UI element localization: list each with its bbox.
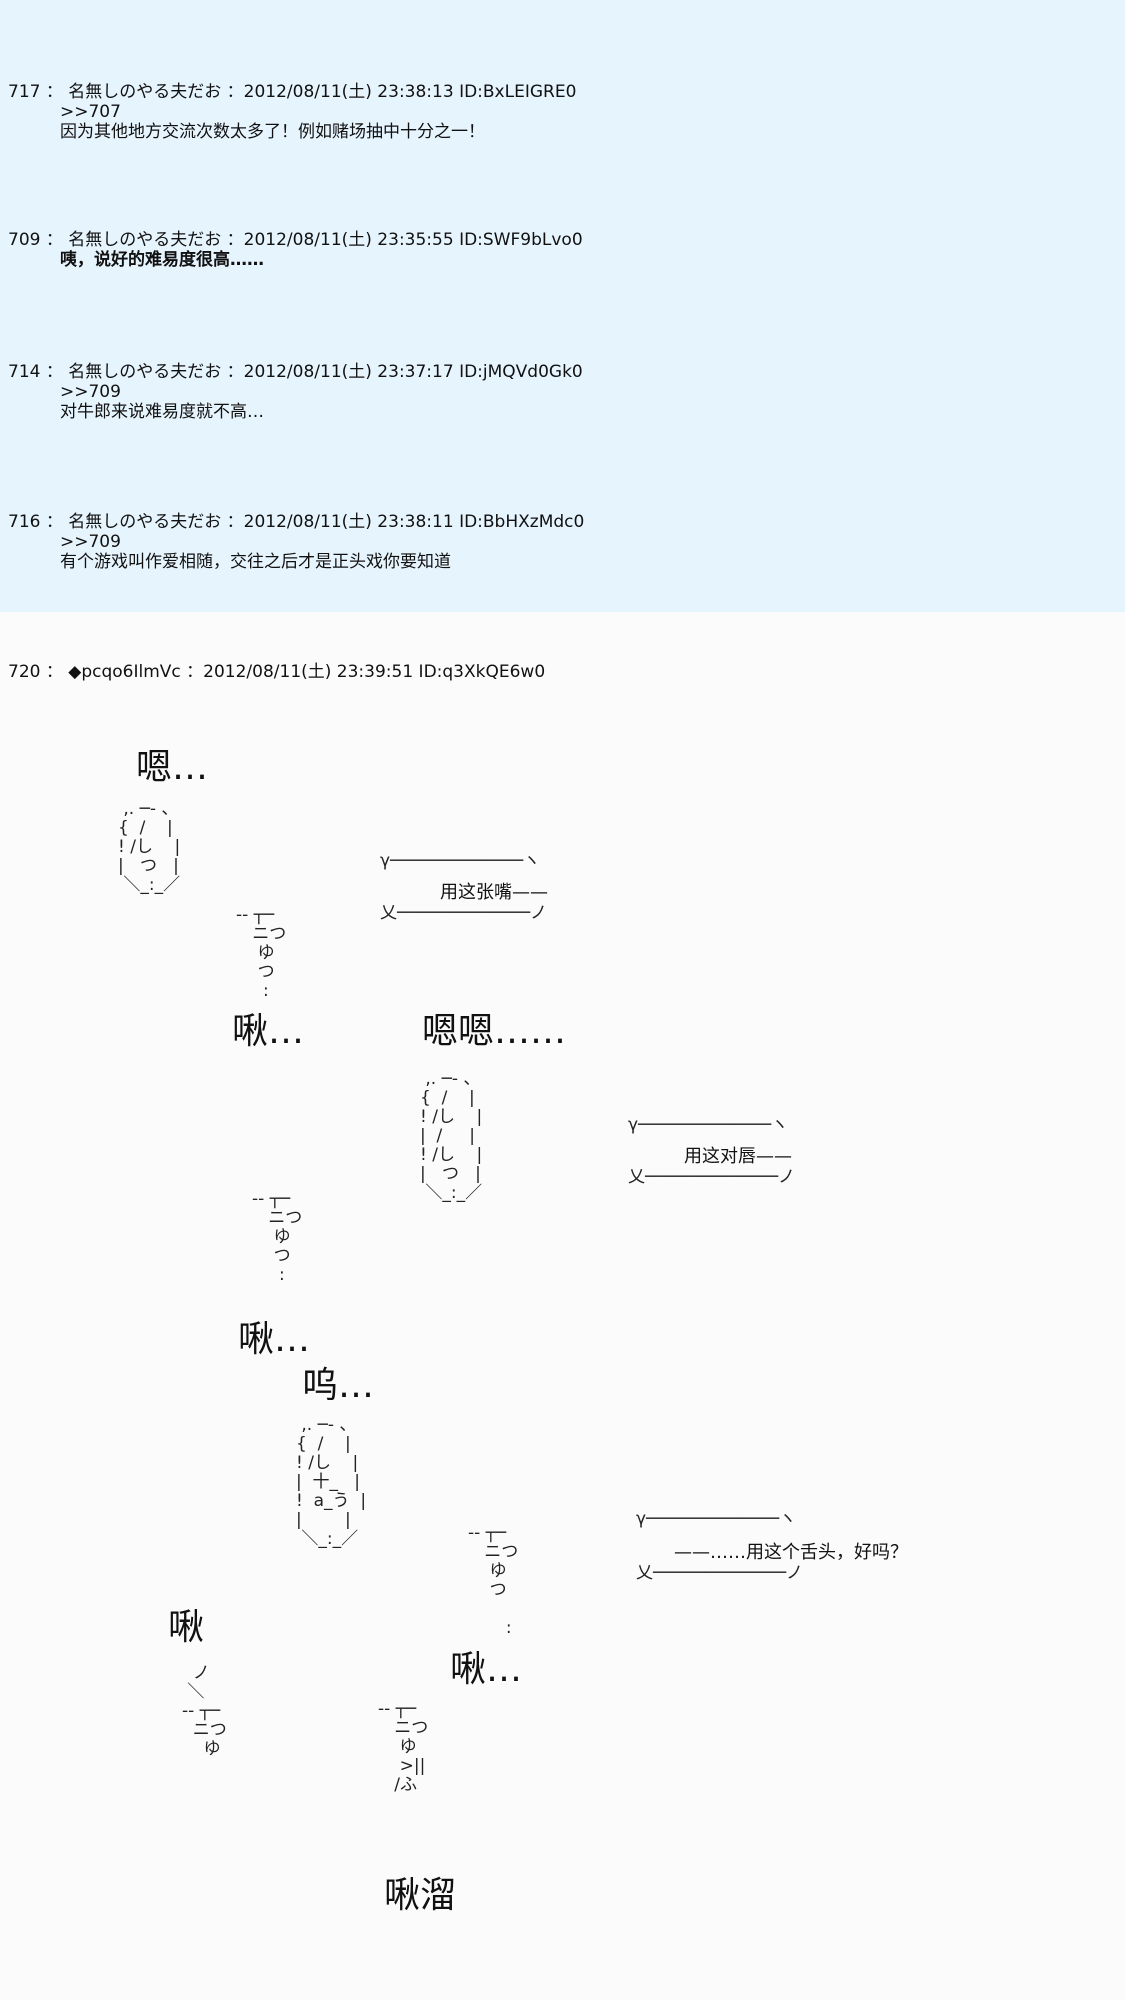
post-header: 716 ： 名無しのやる夫だお ：2012/08/11(土) 23:38:11 …: [8, 512, 585, 532]
sfx-qiu-plain: 啾: [168, 1607, 205, 1648]
post-709: 709 ： 名無しのやる夫だお ：2012/08/11(土) 23:35:55 …: [8, 230, 583, 270]
kiss-sound-a: -- ┬─ ニつ ゆ つ :: [236, 905, 287, 1001]
sfx-qiu-1: 啾…: [232, 1011, 305, 1052]
face-3: ,. ─‐ 、 { / | ! /し | | 十_ | ! a_う | | | …: [296, 1415, 367, 1549]
speech-bubble-3-top: γ─────────────ヽ: [636, 1509, 797, 1529]
speech-bubble-3-text: ——……用这个舌头，好吗？: [674, 1542, 908, 1563]
face-2: ,. ─‐ 、 { / | ! /し | | / | ! /し | | つ | …: [420, 1069, 483, 1203]
sfx-wu: 呜…: [302, 1365, 375, 1406]
speech-bubble-2-top: γ─────────────ヽ: [628, 1115, 789, 1135]
main-post-panel: [0, 612, 1125, 2000]
sfx-qiuliu: 啾溜: [384, 1875, 457, 1916]
post-header: 717 ： 名無しのやる夫だお ：2012/08/11(土) 23:38:13 …: [8, 82, 577, 102]
sfx-enen: 嗯嗯……: [422, 1011, 567, 1052]
post-716: 716 ： 名無しのやる夫だお ：2012/08/11(土) 23:38:11 …: [8, 512, 584, 572]
post-text: 对牛郎来说难易度就不高…: [60, 402, 264, 422]
post-header: 714 ： 名無しのやる夫だお ：2012/08/11(土) 23:37:17 …: [8, 362, 583, 382]
previous-posts-panel: [0, 0, 1125, 612]
post-reply-link[interactable]: >>707: [60, 102, 121, 122]
sfx-qiu-3: 啾…: [450, 1649, 523, 1690]
post-720: 720 ： ◆pcqo6IlmVc ：2012/08/11(土) 23:39:5…: [8, 662, 545, 682]
post-reply-link[interactable]: >>709: [60, 532, 121, 552]
sfx-qiu-2: 啾…: [238, 1319, 311, 1360]
post-714: 714 ： 名無しのやる夫だお ：2012/08/11(土) 23:37:17 …: [8, 362, 583, 422]
kiss-sound-d: ノ ＼ -- ┬─ ニつ ゆ: [182, 1663, 227, 1759]
speech-bubble-3-bottom: 乂─────────────ノ: [636, 1563, 804, 1583]
speech-bubble-1-top: γ─────────────ヽ: [380, 851, 541, 871]
face-1: ,. ─‐ 、 { / | ! /し | | つ | ＼_:_／: [118, 799, 181, 895]
post-text: 有个游戏叫作爱相随，交往之后才是正头戏你要知道: [60, 552, 451, 572]
kiss-sound-c: -- ┬─ ニつ ゆ つ :: [468, 1523, 519, 1638]
speech-bubble-2-text: 用这对唇——: [684, 1146, 792, 1167]
post-header: 709 ： 名無しのやる夫だお ：2012/08/11(土) 23:35:55 …: [8, 230, 583, 250]
kiss-sound-e: -- ┬─ ニつ ゆ >|| /ふ: [378, 1699, 429, 1795]
post-717: 717 ： 名無しのやる夫だお ：2012/08/11(土) 23:38:13 …: [8, 82, 576, 142]
speech-bubble-1-text: 用这张嘴——: [440, 882, 548, 903]
post-text: 因为其他地方交流次数太多了！例如赌场抽中十分之一！: [60, 122, 485, 142]
speech-bubble-1-bottom: 乂─────────────ノ: [380, 903, 548, 923]
sfx-en: 嗯…: [136, 747, 209, 788]
kiss-sound-b: -- ┬─ ニつ ゆ つ :: [252, 1189, 303, 1285]
post-reply-link[interactable]: >>709: [60, 382, 121, 402]
post-text: 咦，说好的难易度很高……: [60, 250, 264, 270]
speech-bubble-2-bottom: 乂─────────────ノ: [628, 1167, 796, 1187]
post-header: 720 ： ◆pcqo6IlmVc ：2012/08/11(土) 23:39:5…: [8, 662, 546, 682]
